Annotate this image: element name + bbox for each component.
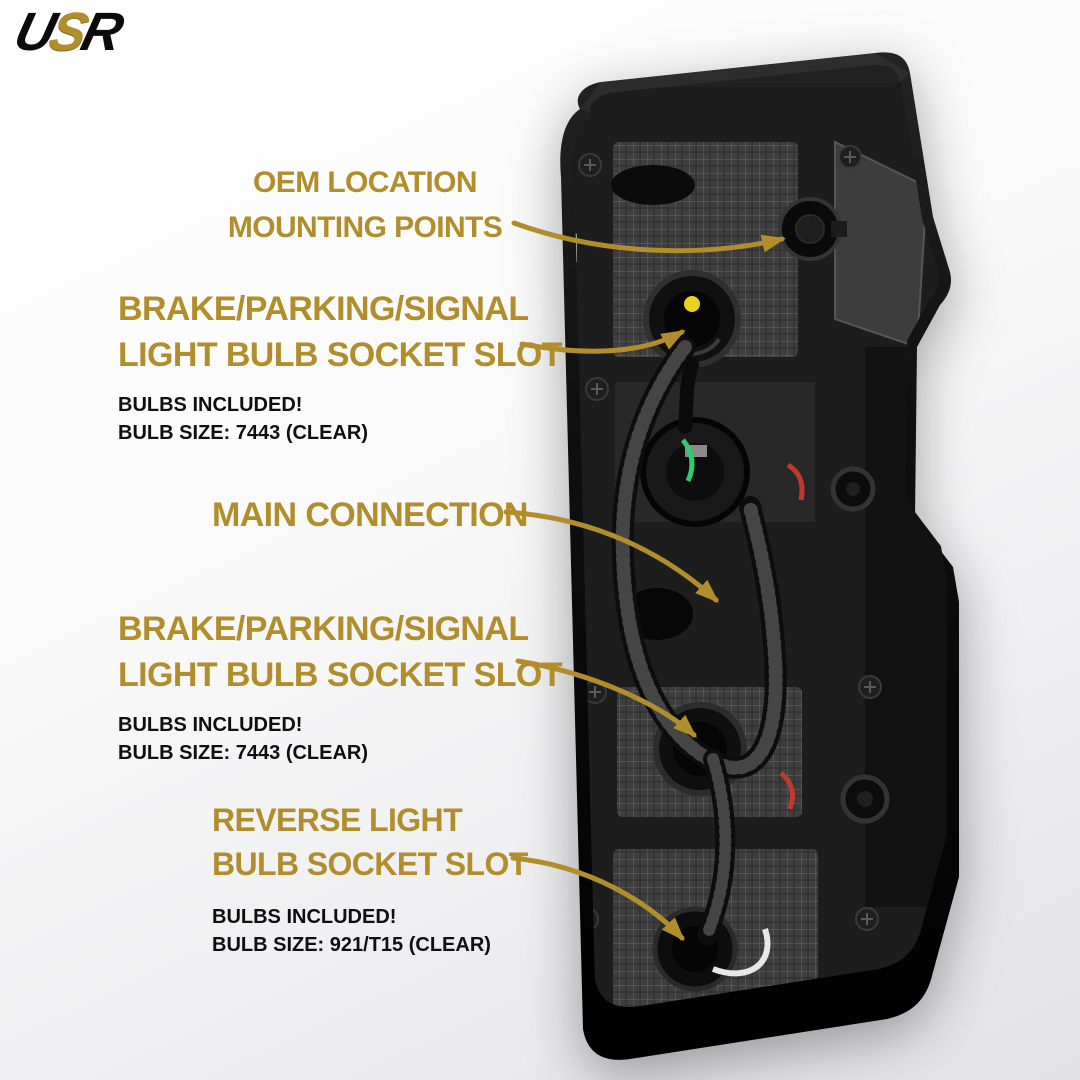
main-connector: [640, 417, 805, 527]
callout-title-line: OEM LOCATION: [253, 166, 478, 199]
white-wire: [711, 928, 771, 977]
side-connector-upper: [830, 466, 876, 512]
bulb-size-note: BULB SIZE: 7443 (CLEAR): [118, 742, 369, 764]
bulb-7443-upper: [684, 296, 700, 312]
bulbs-included-note: BULBS INCLUDED!: [118, 394, 303, 416]
green-wire: [680, 438, 695, 483]
side-connector-lower: [840, 774, 890, 824]
red-wire-upper: [786, 462, 805, 501]
bulbs-included-note: BULBS INCLUDED!: [212, 906, 397, 928]
callout-brake-bottom: BRAKE/PARKING/SIGNAL LIGHT BULB SOCKET S…: [118, 606, 563, 767]
bulbs-included-note: BULBS INCLUDED!: [118, 714, 303, 736]
callout-subtext: BULBS INCLUDED! BULB SIZE: 921/T15 (CLEA…: [212, 903, 528, 959]
callout-title-line: REVERSE LIGHT: [212, 802, 463, 838]
callout-brake-top: BRAKE/PARKING/SIGNAL LIGHT BULB SOCKET S…: [118, 286, 563, 447]
tail-light-photo: [560, 52, 959, 1060]
callout-main-connection: MAIN CONNECTION: [212, 492, 528, 538]
callout-title-line: MOUNTING POINTS: [227, 211, 503, 244]
callout-title-line: MAIN CONNECTION: [212, 496, 528, 534]
wiring-loom: [611, 336, 787, 945]
callout-oem-mounting: OEM LOCATION MOUNTING POINTS: [198, 160, 532, 250]
top-opening: [611, 165, 695, 205]
callout-subtext: BULBS INCLUDED! BULB SIZE: 7443 (CLEAR): [118, 391, 562, 447]
callout-reverse-light: REVERSE LIGHT BULB SOCKET SLOT BULBS INC…: [212, 798, 528, 959]
red-wire-lower: [779, 771, 795, 810]
callout-subtext: BULBS INCLUDED! BULB SIZE: 7443 (CLEAR): [118, 711, 562, 767]
brand-logo: USR: [9, 2, 126, 62]
callout-title-line: BULB SOCKET SLOT: [212, 846, 528, 882]
bulb-size-note: BULB SIZE: 7443 (CLEAR): [118, 422, 369, 444]
callout-title-line: LIGHT BULB SOCKET SLOT: [118, 656, 563, 694]
callout-title-line: BRAKE/PARKING/SIGNAL: [118, 290, 529, 328]
callout-title-line: BRAKE/PARKING/SIGNAL: [118, 610, 529, 648]
bulb-size-note: BULB SIZE: 921/T15 (CLEAR): [212, 934, 491, 956]
callout-title-line: LIGHT BULB SOCKET SLOT: [118, 336, 563, 374]
